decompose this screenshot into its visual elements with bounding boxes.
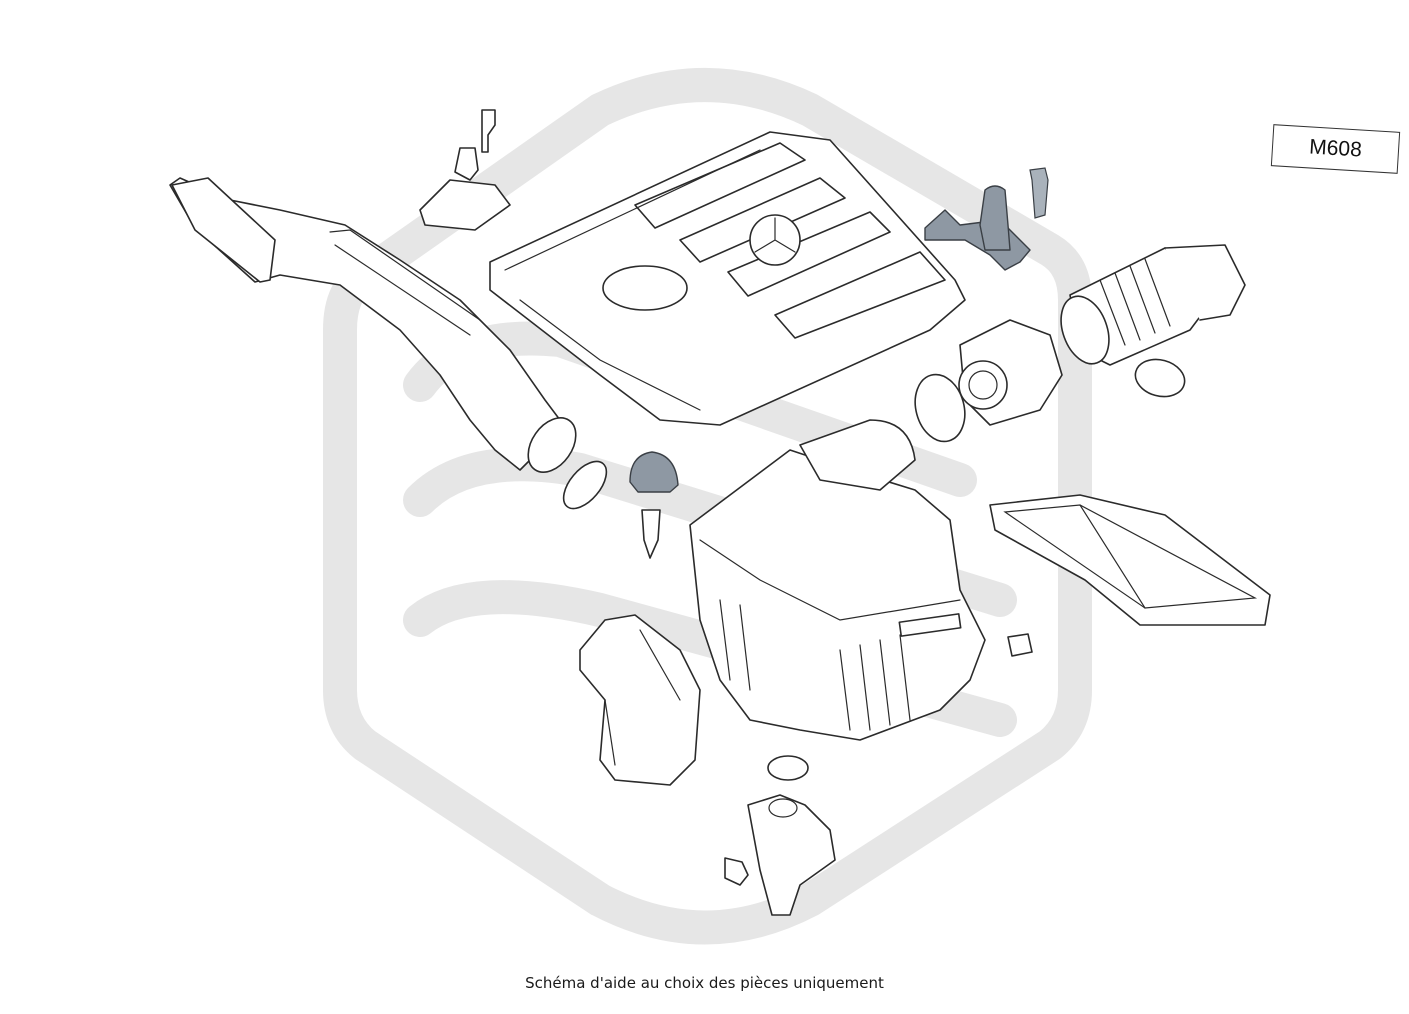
mounting-bracket-top[interactable]: [419, 109, 511, 231]
engine-cover[interactable]: [489, 131, 966, 426]
rubber-grommet[interactable]: [629, 451, 679, 493]
bottom-grommet[interactable]: [767, 755, 809, 781]
sealing-ring[interactable]: [908, 369, 972, 447]
intake-hose[interactable]: [1052, 244, 1246, 370]
lower-bracket[interactable]: [747, 794, 836, 916]
lower-intake-duct[interactable]: [579, 614, 701, 786]
bolt-left[interactable]: [641, 509, 661, 559]
highlighted-bolt[interactable]: [1029, 167, 1049, 219]
watermark-logo: [323, 68, 1092, 945]
hose-clamp[interactable]: [1131, 354, 1189, 402]
small-sleeve[interactable]: [1007, 633, 1033, 657]
air-filter-element[interactable]: [989, 494, 1271, 626]
air-filter-housing[interactable]: [689, 419, 986, 741]
highlighted-bracket[interactable]: [924, 185, 1031, 271]
bolt-bottom[interactable]: [724, 857, 749, 886]
diagram-caption: Schéma d'aide au choix des pièces unique…: [525, 974, 884, 992]
air-mass-sensor[interactable]: [958, 319, 1063, 426]
model-code-label: M608: [1270, 124, 1401, 174]
air-intake-duct[interactable]: [169, 177, 614, 516]
